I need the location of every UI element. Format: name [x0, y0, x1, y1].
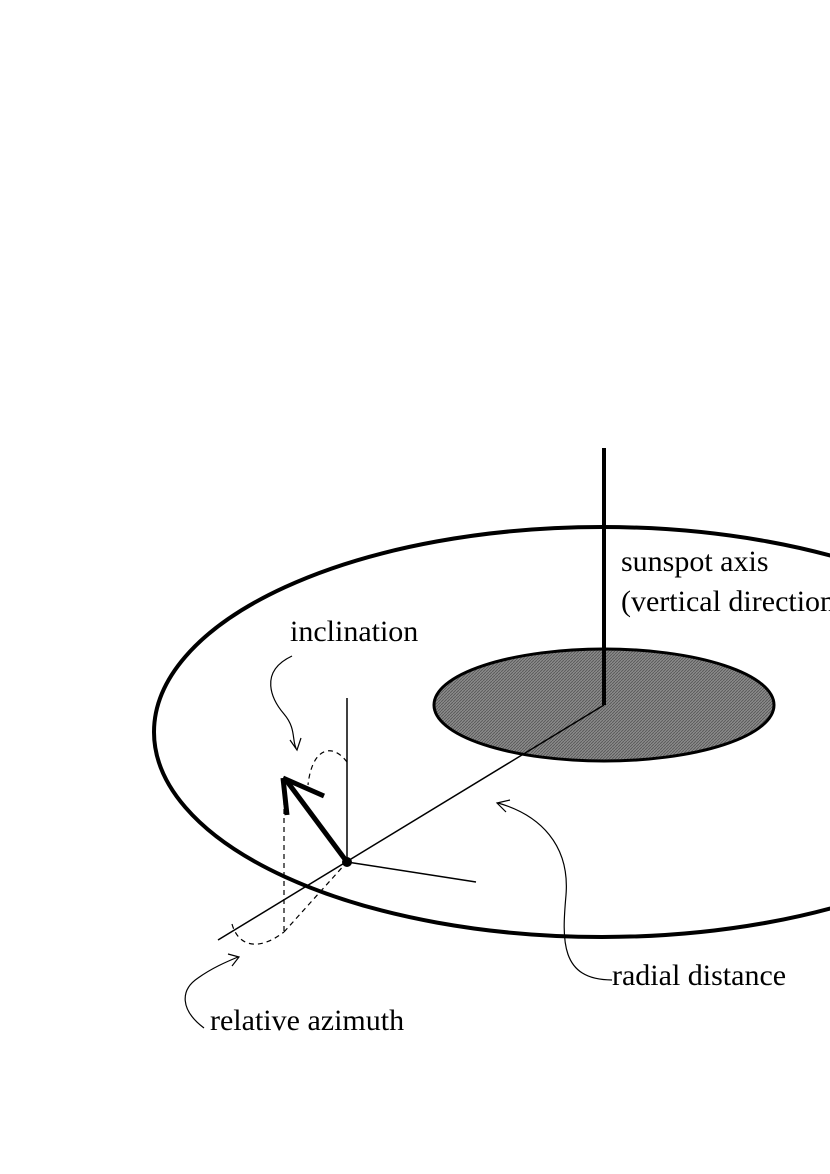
- relative-azimuth-pointer: [184, 956, 239, 1029]
- sunspot-axis-label-line2: (vertical direction): [621, 585, 830, 618]
- azimuth-angle-arc: [231, 923, 285, 945]
- radial-distance-label: radial distance: [612, 959, 786, 992]
- radial-distance-pointer-arrowhead: [495, 799, 511, 813]
- relative-azimuth-label: relative azimuth: [210, 1004, 404, 1037]
- relative-azimuth-pointer-arrowhead: [227, 953, 241, 967]
- radial-line: [217, 704, 605, 941]
- inclination-label: inclination: [290, 615, 418, 648]
- inclination-pointer: [270, 655, 297, 749]
- inclination-angle-arc: [307, 750, 348, 786]
- vector-projection-ground: [283, 861, 348, 933]
- field-vector-arrowhead-top: [281, 775, 326, 799]
- inclination-pointer-arrowhead: [289, 737, 302, 752]
- field-vector-arrow: [283, 778, 350, 864]
- radial-distance-pointer: [497, 802, 613, 981]
- sunspot-axis-label-line1: sunspot axis: [621, 545, 769, 578]
- local-horizontal-line: [346, 861, 477, 883]
- field-vector-arrowhead-side: [280, 777, 290, 816]
